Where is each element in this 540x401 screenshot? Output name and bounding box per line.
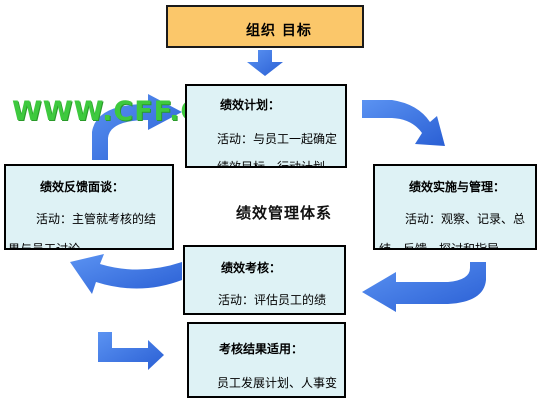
performance-plan-box: 绩效计划： 活动：与员工一起确定 绩效目标、行动计划 xyxy=(185,84,347,168)
results-application-box: 考核结果适用： 员工发展计划、人事变 xyxy=(187,322,346,398)
organization-goal-title: 组织 目标 xyxy=(246,23,312,39)
arrow-goal-to-plan xyxy=(247,50,283,76)
performance-appraisal-title: 绩效考核： xyxy=(221,261,282,275)
performance-implementation-title: 绩效实施与管理： xyxy=(409,180,506,194)
performance-appraisal-line-1: 活动：评估员工的绩 xyxy=(218,293,327,307)
performance-implementation-line-1: 活动：观察、记录、总 xyxy=(405,212,526,226)
performance-feedback-title: 绩效反馈面谈： xyxy=(40,180,125,194)
performance-implementation-box: 绩效实施与管理： 活动：观察、记录、总 结、反馈、探讨和指导 xyxy=(373,164,537,250)
performance-appraisal-box: 绩效考核： 活动：评估员工的绩 xyxy=(183,245,346,315)
performance-implementation-line-2: 结、反馈、探讨和指导 xyxy=(379,242,500,250)
organization-goal-box: 组织 目标 xyxy=(166,5,364,48)
performance-plan-title: 绩效计划： xyxy=(220,98,281,112)
arrow-plan-to-implement xyxy=(362,100,445,146)
center-label: 绩效管理体系 xyxy=(236,204,333,222)
results-application-line-1: 员工发展计划、人事变 xyxy=(217,376,338,390)
performance-feedback-box: 绩效反馈面谈： 活动：主管就考核的结 果与员工讨论 xyxy=(4,164,174,250)
performance-plan-line-2: 绩效目标、行动计划 xyxy=(217,160,326,168)
arrow-appraisal-to-application xyxy=(98,332,164,370)
performance-feedback-line-2: 果与员工讨论 xyxy=(8,242,81,250)
results-application-title: 考核结果适用： xyxy=(219,342,304,356)
arrow-implement-to-appraisal xyxy=(362,262,486,312)
arrow-appraisal-to-feedback xyxy=(70,254,182,294)
performance-plan-line-1: 活动：与员工一起确定 xyxy=(217,132,338,146)
arrow-feedback-to-plan xyxy=(92,94,182,160)
performance-feedback-line-1: 活动：主管就考核的结 xyxy=(36,212,157,226)
